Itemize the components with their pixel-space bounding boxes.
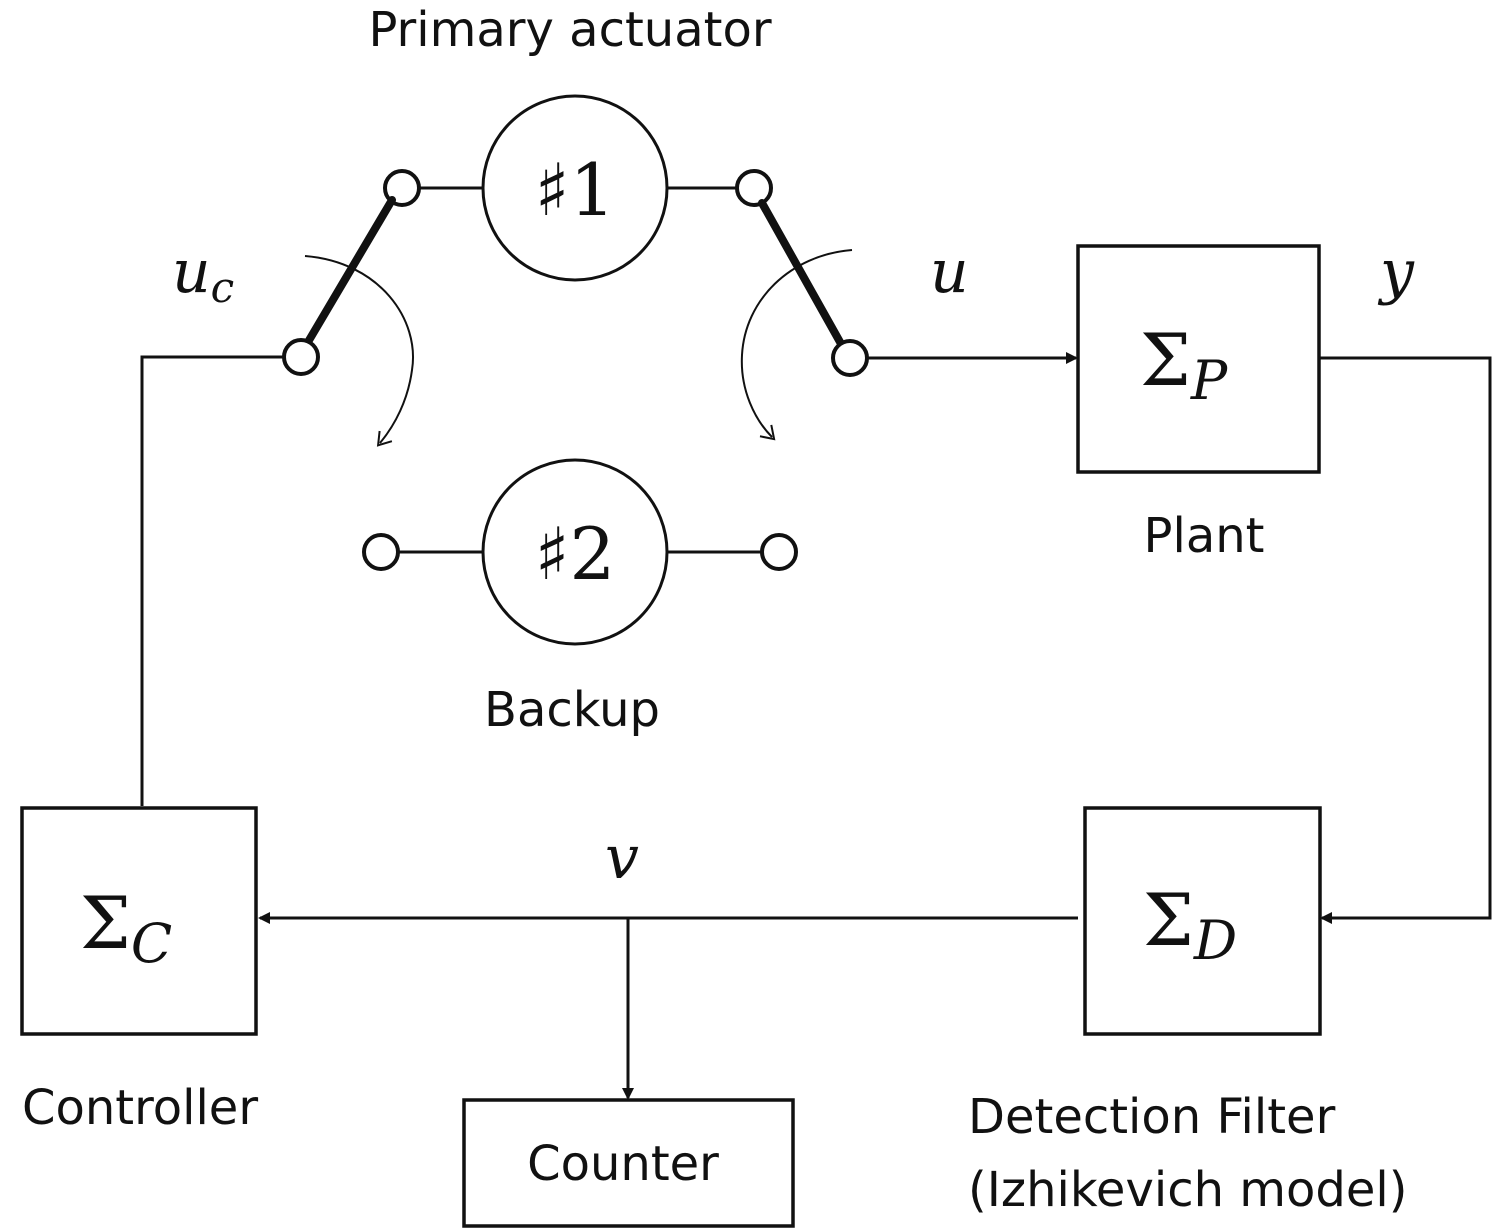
signal-u-label: u [930,237,969,307]
actuator-2: ♯2 [362,458,798,646]
plant-box[interactable] [1076,244,1321,474]
left-switch-arm[interactable] [304,196,396,346]
signal-uc-label: uc [172,237,234,312]
counter-box[interactable] [462,1098,795,1228]
plant-label: Plant [1144,508,1265,564]
detector-box[interactable] [1083,806,1322,1036]
right-switch-rotation-arrow [740,249,853,441]
wire-controller-to-switch [140,355,284,806]
actuator-1: ♯1 [383,94,773,282]
detector-label-line1: Detection Filter [968,1089,1336,1145]
detector-label-line2: (Izhikevich model) [968,1162,1407,1218]
actuator2-circle [481,458,669,646]
actuator2-label: ♯2 [535,512,616,596]
actuator2-right-terminal [760,533,798,571]
right-switch-terminal [831,339,869,377]
actuator1-circle [481,94,669,282]
right-switch-arm[interactable] [758,199,844,346]
signal-y-label: y [1377,237,1415,307]
actuator1-right-terminal [735,169,773,207]
controller-box[interactable] [20,806,258,1036]
detector-block[interactable]: ΣD [1083,806,1322,1036]
actuator2-left-terminal [362,533,400,571]
wire-y-to-detector [1319,356,1492,924]
controller-label: Controller [22,1080,258,1136]
plant-symbol: ΣP [1140,318,1229,412]
left-switch-rotation-arrow [304,255,414,447]
left-switch-terminal [282,338,320,376]
actuator1-label: ♯1 [535,148,616,232]
controller-block[interactable]: ΣC [20,806,258,1036]
primary-actuator-label: Primary actuator [368,2,771,58]
detector-symbol: ΣD [1143,878,1237,972]
controller-symbol: ΣC [80,881,172,975]
counter-label: Counter [527,1136,719,1192]
counter-block[interactable]: Counter [462,1098,795,1228]
plant-block[interactable]: ΣP [1076,244,1321,474]
signal-v-label: v [605,823,639,893]
backup-label: Backup [484,682,660,738]
